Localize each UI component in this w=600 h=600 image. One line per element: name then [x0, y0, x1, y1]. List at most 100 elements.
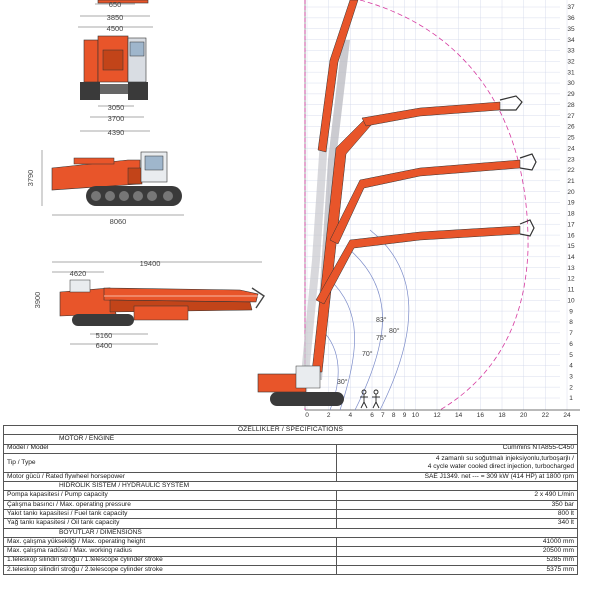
side-view-drawing: 3790 8060 — [26, 150, 184, 226]
transport-view-drawing: 19400 4620 3900 5160 6400 — [33, 259, 265, 350]
x-tick-label: 9 — [403, 412, 407, 419]
spec-label: Çalışma basıncı / Max. operating pressur… — [3, 499, 337, 511]
x-tick-label: 20 — [520, 412, 528, 419]
y-tick-label: 14 — [567, 254, 575, 261]
spec-value: 350 bar — [335, 499, 579, 511]
y-tick-label: 11 — [568, 287, 575, 294]
transport-front-dim: 4620 — [70, 269, 87, 278]
section-dimensions: BOYUTLAR / DIMENSIONS — [3, 527, 578, 538]
x-tick-label: 7 — [381, 412, 385, 419]
top-dim-1: 650 — [109, 0, 122, 9]
angle-30: 30° — [337, 378, 348, 386]
table-row: Max. çalışma radüsü / Max. working radiu… — [3, 546, 579, 557]
y-tick-label: 3 — [569, 373, 573, 380]
x-tick-label: 24 — [563, 412, 571, 419]
y-tick-label: 16 — [567, 232, 575, 239]
y-tick-label: 28 — [567, 102, 575, 109]
y-tick-label: 21 — [567, 178, 575, 185]
spec-value: 41000 mm — [335, 536, 579, 548]
transport-track-inner-dim: 5160 — [96, 331, 113, 340]
x-tick-label: 8 — [392, 412, 396, 419]
y-tick-label: 23 — [567, 156, 575, 163]
spec-value: 5285 mm — [335, 555, 579, 566]
y-tick-label: 24 — [567, 145, 575, 152]
reach-chart-y-ticks: 3736353433323130292827262524232221201918… — [567, 4, 575, 402]
spec-value: 5375 mm — [335, 564, 579, 576]
table-row: Tip / Type 4 zamanlı su soğutmalı injeks… — [3, 452, 579, 473]
table-row: Model / Model Cummins NTA855-C450 — [3, 443, 579, 454]
angle-80: 80° — [389, 327, 400, 335]
y-tick-label: 25 — [567, 135, 575, 142]
section-engine: MOTOR / ENGINE — [3, 434, 578, 445]
side-length-dim: 8060 — [110, 217, 127, 226]
y-tick-label: 7 — [569, 330, 573, 337]
y-tick-label: 18 — [567, 211, 575, 218]
y-tick-label: 31 — [567, 69, 575, 76]
spec-label: Max. çalışma yüksekliği / Max. operating… — [3, 536, 337, 548]
y-tick-label: 32 — [567, 59, 575, 66]
y-tick-label: 2 — [569, 384, 573, 391]
x-tick-label: 18 — [498, 412, 506, 419]
spec-label: Yakıt tankı kapasitesi / Fuel tank capac… — [3, 509, 337, 520]
spec-value: Cummins NTA855-C450 — [335, 443, 579, 454]
angle-70: 70° — [362, 350, 373, 358]
spec-label: 1.teleskop silindiri stroğu / 1.telescop… — [3, 555, 337, 566]
y-tick-label: 34 — [567, 37, 575, 44]
x-tick-label: 2 — [327, 412, 331, 419]
reach-chart: 3736353433323130292827262524232221201918… — [257, 0, 580, 419]
front-dim-1: 3050 — [108, 103, 125, 112]
y-tick-label: 37 — [567, 4, 575, 11]
y-tick-label: 30 — [567, 80, 575, 87]
y-tick-label: 4 — [569, 363, 573, 370]
y-tick-label: 12 — [567, 276, 575, 283]
y-tick-label: 13 — [567, 265, 575, 272]
x-tick-label: 4 — [349, 412, 353, 419]
y-tick-label: 33 — [567, 48, 575, 55]
table-row: Motor gücü / Rated flywheel horsepower S… — [3, 471, 579, 483]
spec-label: 2.teleskop silindiri stroğu / 2.telescop… — [3, 564, 337, 576]
spec-value: 4 zamanlı su soğutmalı injeksiyonlu,turb… — [335, 452, 579, 473]
table-row: Max. çalışma yüksekliği / Max. operating… — [3, 536, 579, 548]
front-dim-2: 3700 — [108, 114, 125, 123]
y-tick-label: 6 — [569, 341, 573, 348]
front-view-drawing: 3050 3700 4390 — [80, 35, 150, 137]
angle-75: 75° — [376, 334, 387, 342]
specs-title: ÖZELLİKLER / SPECIFICATIONS — [3, 424, 578, 436]
y-tick-label: 26 — [567, 124, 575, 131]
person-figure-icon — [360, 389, 380, 409]
angle-83: 83° — [376, 316, 387, 324]
spec-value: SAE J1349. net --- = 309 kW (414 HP) at … — [335, 471, 579, 483]
table-row: Çalışma basıncı / Max. operating pressur… — [3, 499, 579, 511]
x-tick-label: 6 — [370, 412, 374, 419]
table-row: 1.teleskop silindiri stroğu / 1.telescop… — [3, 555, 579, 566]
top-dim-3: 4500 — [107, 24, 124, 33]
y-tick-label: 8 — [569, 319, 573, 326]
spec-value: 2 x 490 L/min — [335, 490, 579, 501]
top-dim-2: 3850 — [107, 13, 124, 22]
y-tick-label: 10 — [567, 297, 575, 304]
table-row: Yakıt tankı kapasitesi / Fuel tank capac… — [3, 509, 579, 520]
spec-value-line-1: 4 zamanlı su soğutmalı injeksiyonlu,turb… — [435, 454, 574, 462]
spec-value: 20500 mm — [335, 546, 579, 557]
transport-height-dim: 3900 — [33, 292, 42, 309]
section-hydraulic: HİDROLİK SİSTEM / HYDRAULIC SYSTEM — [3, 481, 578, 492]
x-tick-label: 10 — [412, 412, 420, 419]
x-tick-label: 16 — [477, 412, 485, 419]
x-tick-label: 12 — [433, 412, 441, 419]
spec-label: Model / Model — [3, 443, 337, 454]
x-tick-label: 0 — [305, 412, 309, 419]
y-tick-label: 9 — [569, 308, 573, 315]
table-row: Yağ tankı kapasitesi / Oil tank capacity… — [3, 518, 579, 529]
spec-label: Yağ tankı kapasitesi / Oil tank capacity — [3, 518, 337, 529]
table-row: Pompa kapasitesi / Pump capacity 2 x 490… — [3, 490, 579, 501]
top-view-drawing: 650 3850 4500 — [78, 0, 153, 33]
spec-label: Tip / Type — [3, 452, 337, 473]
table-row: 2.teleskop silindiri stroğu / 2.telescop… — [3, 564, 579, 576]
y-tick-label: 17 — [567, 221, 575, 228]
y-tick-label: 29 — [567, 91, 575, 98]
y-tick-label: 5 — [569, 352, 573, 359]
spec-value-line-2: 4 cycle water cooled direct injection, t… — [427, 462, 574, 470]
y-tick-label: 36 — [567, 15, 575, 22]
